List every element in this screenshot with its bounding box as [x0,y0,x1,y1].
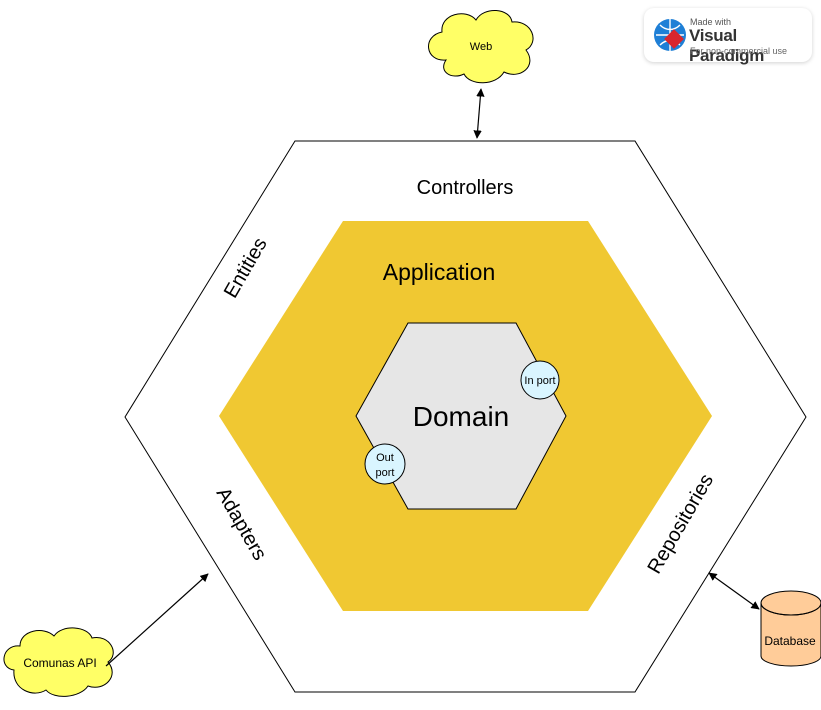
database-top-inner [760,602,821,616]
comunas-api-cloud[interactable]: Comunas API [3,627,114,697]
repositories-to-database-arrow [708,572,760,610]
web-cloud-label: Web [470,41,492,53]
out-port-label-line2: port [376,467,395,479]
database-body [760,603,821,667]
application-label: Application [383,259,496,285]
web-cloud-shape [428,10,534,84]
in-port-label: In port [524,375,555,387]
watermark-made-with: Made with [690,17,732,27]
controllers-label: Controllers [417,177,514,199]
domain-hexagon [355,322,567,510]
watermark-brand: Visual Paradigm [689,26,765,65]
web-to-controllers-arrow [473,88,485,139]
out-port-label-line1: Out [376,452,394,464]
domain-label: Domain [413,401,509,432]
visual-paradigm-watermark: Made with Visual Paradigm For non-commer… [644,8,812,65]
out-port-circle[interactable] [364,443,406,485]
web-cloud[interactable]: Web [428,10,534,84]
visual-paradigm-logo-icon [654,19,686,51]
comunas-api-cloud-label: Comunas API [23,656,96,670]
watermark-subtitle: For non-commercial use [690,46,788,56]
comunas-api-cloud-shape [3,627,114,697]
in-port-circle[interactable] [520,360,560,400]
database-label: Database [764,634,816,648]
comunas-to-adapters-arrow [105,573,209,667]
database-cylinder[interactable]: Database [760,590,821,667]
